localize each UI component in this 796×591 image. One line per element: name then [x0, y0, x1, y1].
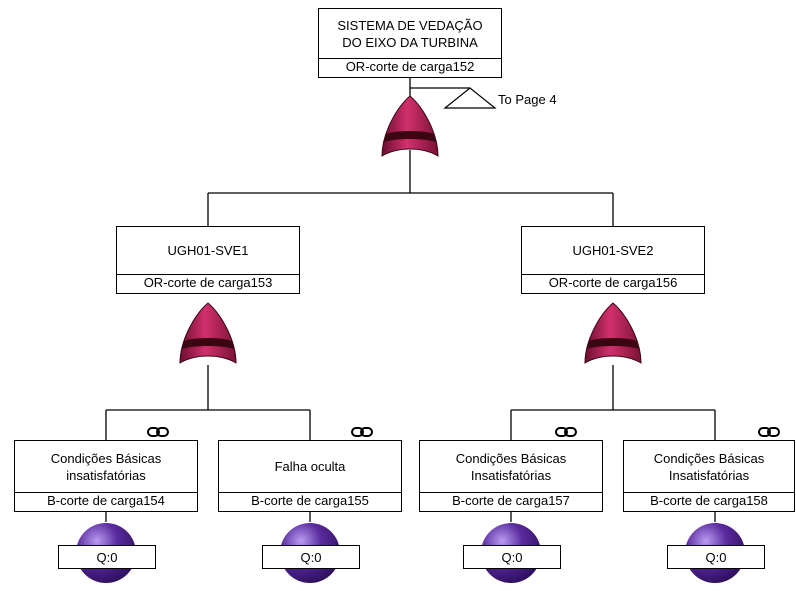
connector-lines — [105, 78, 716, 522]
intermediate-event-right[interactable]: UGH01-SVE2 OR-corte de carga156 — [521, 226, 705, 294]
basic-event-title: Falha oculta — [219, 441, 401, 493]
transfer-triangle-icon — [443, 87, 497, 109]
basic-event-title-line2: Insatisfatórias — [668, 467, 750, 483]
basic-event-box[interactable]: Condições Básicas insatisfatórias B-cort… — [14, 440, 198, 512]
top-event-title-line2: DO EIXO DA TURBINA — [342, 34, 478, 50]
or-gate-icon — [584, 302, 642, 364]
basic-event-title-line1: Condições Básicas — [50, 450, 162, 466]
intermediate-event-left-title: UGH01-SVE1 — [117, 227, 299, 275]
probability-label: Q:0 — [262, 545, 360, 569]
intermediate-event-right-gate: OR-corte de carga156 — [548, 275, 678, 290]
or-gate-icon — [381, 95, 439, 157]
basic-event-title: Condições Básicas insatisfatórias — [15, 441, 197, 493]
basic-event-box[interactable]: Condições Básicas Insatisfatórias B-cort… — [419, 440, 603, 512]
link-icon — [351, 427, 373, 437]
probability-label: Q:0 — [463, 545, 561, 569]
or-gate-icon — [179, 302, 237, 364]
intermediate-event-right-title: UGH01-SVE2 — [522, 227, 704, 275]
basic-event-gate: B-corte de carga154 — [47, 493, 165, 508]
basic-event-title: Condições Básicas Insatisfatórias — [624, 441, 794, 493]
basic-event-title: Condições Básicas Insatisfatórias — [420, 441, 602, 493]
link-icon — [555, 427, 577, 437]
top-event-box[interactable]: SISTEMA DE VEDAÇÃO DO EIXO DA TURBINA OR… — [318, 8, 502, 78]
top-event-gate-label: OR-corte de carga152 — [345, 59, 475, 74]
link-icon — [758, 427, 780, 437]
basic-event-box[interactable]: Falha oculta B-corte de carga155 — [218, 440, 402, 512]
basic-event-title-line1: Falha oculta — [274, 459, 346, 474]
basic-event-title-line1: Condições Básicas — [653, 450, 765, 466]
basic-event-gate: B-corte de carga157 — [452, 493, 570, 508]
top-event-title: SISTEMA DE VEDAÇÃO DO EIXO DA TURBINA — [319, 9, 501, 59]
probability-label: Q:0 — [667, 545, 765, 569]
basic-event-gate: B-corte de carga158 — [650, 493, 768, 508]
basic-event-gate: B-corte de carga155 — [251, 493, 369, 508]
intermediate-event-left-gate: OR-corte de carga153 — [143, 275, 273, 290]
basic-event-title-line2: Insatisfatórias — [470, 467, 552, 483]
basic-event-title-line1: Condições Básicas — [455, 450, 567, 466]
intermediate-event-left[interactable]: UGH01-SVE1 OR-corte de carga153 — [116, 226, 300, 294]
top-event-title-line1: SISTEMA DE VEDAÇÃO — [337, 17, 483, 33]
probability-label: Q:0 — [58, 545, 156, 569]
transfer-label: To Page 4 — [498, 92, 557, 107]
link-icon — [147, 427, 169, 437]
basic-event-title-line2: insatisfatórias — [66, 467, 146, 483]
basic-event-box[interactable]: Condições Básicas Insatisfatórias B-cort… — [623, 440, 795, 512]
